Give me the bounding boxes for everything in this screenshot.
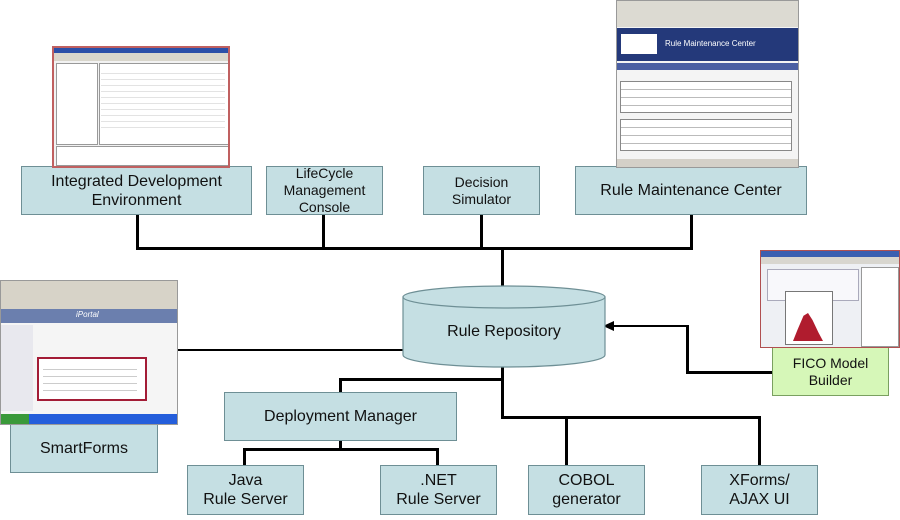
rmc-box: Rule Maintenance Center	[575, 166, 807, 215]
deployment-box: Deployment Manager	[224, 392, 457, 441]
fico-arrow-shaft	[612, 325, 689, 327]
sf-start-button	[1, 414, 29, 424]
xforms-connector	[758, 416, 761, 466]
ide-rows	[101, 68, 225, 128]
top-bus-line	[136, 247, 693, 250]
fico-titlebar	[761, 251, 899, 257]
sf-header	[1, 309, 177, 323]
java-connector	[243, 448, 246, 466]
simulator-box: Decision Simulator	[423, 166, 540, 215]
rmc-screenshot: Rule Maintenance Center	[616, 0, 799, 168]
rmc-browser-bar	[617, 1, 798, 27]
sf-taskbar	[1, 414, 177, 424]
right-branch-h	[501, 416, 760, 419]
rule-repository-cylinder	[402, 285, 606, 368]
rmc-statusbar	[617, 159, 798, 167]
fico-tree-pane	[861, 267, 899, 347]
ide-output-pane	[56, 146, 228, 166]
java-box: Java Rule Server	[187, 465, 304, 515]
rmc-logo	[621, 34, 657, 54]
lifecycle-connector	[322, 214, 325, 249]
rmc-nav	[617, 63, 798, 70]
deployment-branch-v	[339, 378, 342, 394]
fico-box: FICO Model Builder	[772, 347, 889, 396]
ide-box: Integrated Development Environment	[21, 166, 252, 215]
rmc-table-2	[620, 119, 792, 151]
fico-toolbar	[761, 257, 899, 264]
fico-screenshot	[760, 250, 900, 348]
sf-title-text: iPortal	[76, 310, 99, 319]
arrow-head-icon	[603, 321, 614, 331]
ide-connector	[136, 214, 139, 249]
ide-titlebar	[54, 48, 228, 53]
dotnet-box: .NET Rule Server	[380, 465, 497, 515]
rmc-connector	[690, 214, 693, 249]
simulator-connector	[480, 214, 483, 249]
dotnet-connector	[436, 448, 439, 466]
smartforms-box: SmartForms	[10, 424, 158, 473]
cobol-box: COBOL generator	[528, 465, 645, 515]
fico-connector-h	[686, 371, 774, 374]
rule-repository-label: Rule Repository	[447, 323, 561, 340]
ide-tree-pane	[56, 63, 98, 145]
ide-screenshot	[52, 46, 230, 168]
sf-browser-bar	[1, 281, 177, 309]
ide-toolbar	[54, 53, 228, 61]
smartforms-connector	[178, 349, 404, 351]
deploy-split-h	[243, 448, 439, 451]
deploy-down-connector	[339, 440, 342, 450]
lifecycle-box: LifeCycle Management Console	[266, 165, 383, 215]
sf-form-fields	[43, 363, 137, 393]
rmc-title-text: Rule Maintenance Center	[665, 39, 756, 48]
cobol-connector	[565, 416, 568, 466]
xforms-box: XForms/ AJAX UI	[701, 465, 818, 515]
fico-connector-v	[686, 326, 689, 373]
sf-sidebar	[1, 325, 33, 411]
repository-up-connector	[501, 247, 504, 292]
repo-down-connector	[501, 366, 504, 418]
smartforms-screenshot: iPortal	[0, 280, 178, 425]
deployment-branch-h	[339, 378, 504, 381]
rmc-table-1	[620, 81, 792, 113]
